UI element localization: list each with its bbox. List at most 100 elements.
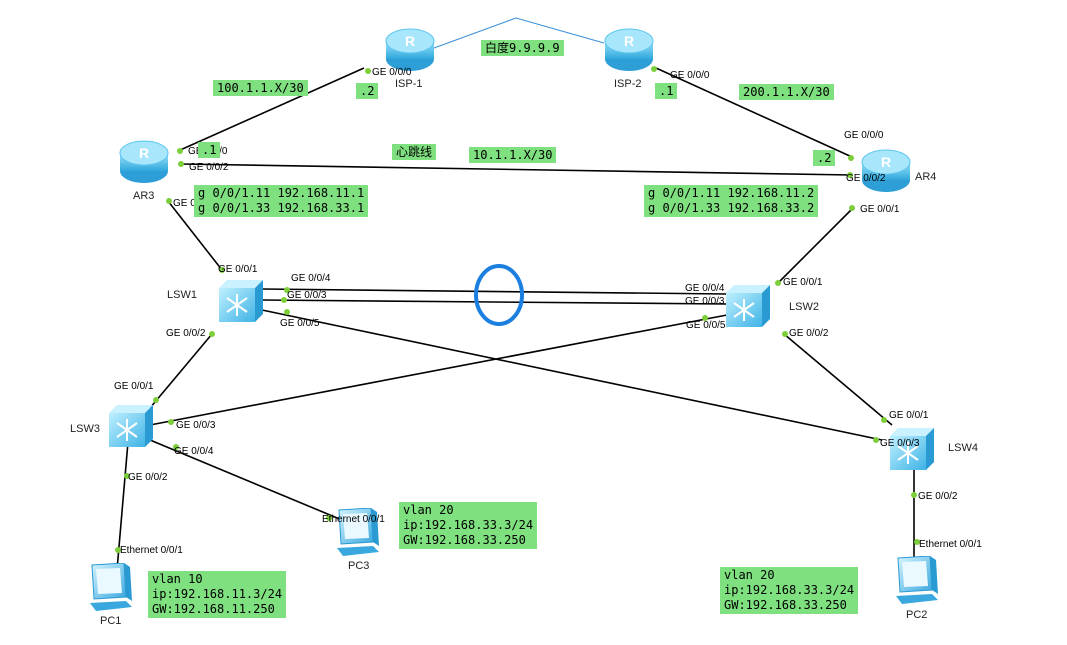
port-label-lsw2-g1: GE 0/0/1 [783, 277, 823, 288]
router-icon[interactable]: R [861, 148, 911, 194]
pc2-ip: ip:192.168.33.3/24 [724, 583, 855, 597]
port-dot [365, 68, 371, 74]
note-baidu: 白度9.9.9.9 [481, 40, 564, 56]
eth-trunk-ring [474, 264, 524, 326]
link-ar3-ar4-heartbeat [179, 163, 853, 176]
port-dot [849, 205, 855, 211]
port-label-lsw2-g3: GE 0/0/3 [685, 296, 725, 307]
device-label-lsw4: LSW4 [948, 442, 978, 454]
port-dot [168, 419, 174, 425]
port-dot [284, 309, 290, 315]
svg-text:R: R [624, 33, 634, 49]
port-label-pc2-eth: Ethernet 0/0/1 [919, 539, 982, 550]
switch-icon[interactable] [726, 285, 770, 327]
device-label-lsw2: LSW2 [789, 301, 819, 313]
note-heartbeat: 心跳线 [392, 144, 437, 160]
port-dot [173, 444, 179, 450]
pc-icon[interactable] [333, 508, 379, 558]
port-label-lsw4-g3: GE 0/0/3 [880, 438, 920, 449]
port-label-ar4-g0: GE 0/0/0 [844, 130, 884, 141]
port-dot [847, 172, 853, 178]
port-label-lsw1-g3: GE 0/0/3 [287, 290, 327, 301]
link-lsw3-pc3 [149, 439, 343, 521]
note-net-isp1: 100.1.1.X/30 [213, 80, 308, 96]
port-label-ar3-g2: GE 0/0/2 [189, 162, 229, 173]
port-label-lsw2-g2: GE 0/0/2 [789, 328, 829, 339]
port-label-lsw1-g5: GE 0/0/5 [280, 318, 320, 329]
link-lsw1-lsw2-g4 [261, 288, 728, 295]
port-label-lsw3-g4: GE 0/0/4 [174, 446, 214, 457]
pc3-vlan: vlan 20 [403, 503, 454, 517]
note-net-isp2: 200.1.1.X/30 [739, 84, 834, 100]
port-dot [115, 547, 121, 553]
device-label-pc2: PC2 [906, 609, 928, 621]
port-dot [881, 417, 887, 423]
router-icon[interactable]: R [385, 27, 435, 73]
link-lsw1-lsw4 [261, 309, 883, 441]
link-isp1-isp2 [433, 17, 605, 49]
port-label-lsw4-g2: GE 0/0/2 [918, 491, 958, 502]
port-dot [209, 331, 215, 337]
svg-text:R: R [139, 145, 149, 161]
link-ar4-lsw2 [777, 207, 854, 284]
port-label-lsw1-g4: GE 0/0/4 [291, 273, 331, 284]
switch-icon[interactable] [890, 428, 934, 470]
port-dot [284, 287, 290, 293]
note-ar3-ip: .1 [198, 142, 221, 158]
device-label-pc3: PC3 [348, 560, 370, 572]
device-label-isp1: ISP-1 [395, 78, 423, 90]
pc2-gw: GW:192.168.33.250 [724, 598, 847, 612]
port-dot [166, 198, 172, 204]
port-dot [178, 161, 184, 167]
device-label-lsw1: LSW1 [167, 289, 197, 301]
ar3-sub-line: g 0/0/1.11 192.168.11.1 [198, 186, 365, 200]
pc1-gw: GW:192.168.11.250 [152, 602, 275, 616]
port-dot [124, 473, 130, 479]
switch-icon[interactable] [109, 405, 153, 447]
port-dot [782, 331, 788, 337]
port-label-ar4-g1: GE 0/0/1 [860, 204, 900, 215]
note-ar4-ip: .2 [813, 150, 836, 166]
port-dot [911, 492, 917, 498]
router-icon[interactable]: R [604, 27, 654, 73]
pc1-vlan: vlan 10 [152, 572, 203, 586]
port-label-lsw3-g3: GE 0/0/3 [176, 420, 216, 431]
port-dot [153, 397, 159, 403]
ar3-sub-line: g 0/0/1.33 192.168.33.1 [198, 201, 365, 215]
note-net-heartbeat: 10.1.1.X/30 [469, 147, 557, 163]
svg-text:R: R [881, 154, 891, 170]
link-lsw2-lsw4 [783, 333, 893, 426]
device-label-ar4: AR4 [915, 171, 937, 183]
pc1-ip: ip:192.168.11.3/24 [152, 587, 283, 601]
device-label-pc1: PC1 [100, 615, 122, 627]
port-label-isp1-g0: GE 0/0/0 [372, 67, 412, 78]
port-label-ar4-g2: GE 0/0/2 [846, 173, 886, 184]
pc2-vlan: vlan 20 [724, 568, 775, 582]
port-label-pc1-eth: Ethernet 0/0/1 [120, 545, 183, 556]
note-isp2-ip: .1 [655, 83, 678, 99]
pc-icon[interactable] [86, 563, 132, 613]
port-dot [651, 66, 657, 72]
link-ar3-isp1 [177, 67, 365, 152]
port-dot [702, 315, 708, 321]
port-dot [219, 267, 225, 273]
link-isp2-ar4 [655, 67, 853, 158]
port-label-isp2-g0: GE 0/0/0 [670, 70, 710, 81]
ar4-sub-line: g 0/0/1.33 192.168.33.2 [648, 201, 815, 215]
svg-text:R: R [405, 33, 415, 49]
port-label-lsw3-g2: GE 0/0/2 [128, 472, 168, 483]
port-label-lsw1-g2: GE 0/0/2 [166, 328, 206, 339]
port-dot [848, 155, 854, 161]
router-icon[interactable]: R [119, 139, 169, 185]
switch-icon[interactable] [219, 280, 263, 322]
port-label-lsw1-g1: GE 0/0/1 [218, 264, 258, 275]
port-dot [326, 515, 332, 521]
port-label-pc3-eth: Ethernet 0/0/1 [322, 514, 385, 525]
pc-icon[interactable] [892, 556, 938, 606]
pc3-gw: GW:192.168.33.250 [403, 533, 526, 547]
